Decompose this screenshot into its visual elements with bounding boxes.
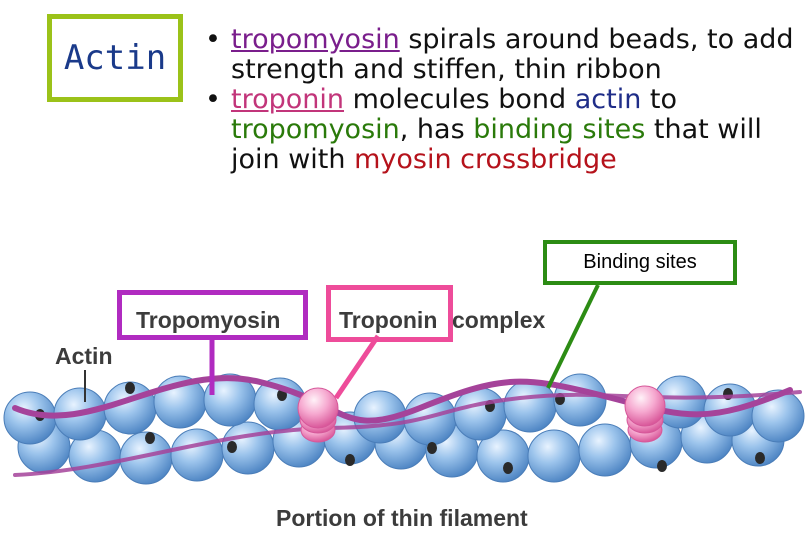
binding-sites-pointer (546, 284, 600, 389)
bullet-2-text-c: , has (399, 114, 474, 145)
figure-caption: Portion of thin filament (276, 505, 528, 531)
bullet-2-text-d: that will join with (231, 114, 762, 175)
bullet-tropomyosin: • tropomyosin spirals around beads, to a… (205, 25, 805, 85)
complex-label: complex (452, 307, 546, 333)
term-tropomyosin-2: tropomyosin (231, 114, 400, 145)
tropomyosin-label: Tropomyosin (136, 307, 281, 333)
bullet-troponin: • troponin molecules bond actin to tropo… (205, 85, 805, 175)
title-actin: Actin (63, 38, 167, 78)
bullet-2-text-b: to (641, 84, 678, 115)
term-binding-sites: binding sites (473, 114, 646, 145)
binding-sites-label-box: Binding sites (543, 240, 737, 285)
title-box: Actin (47, 14, 183, 102)
tropomyosin-label-box (117, 290, 308, 340)
troponin-complex-1 (297, 387, 339, 443)
bullet-2-text-a: molecules bond (344, 84, 575, 115)
bullet-dot: • (205, 84, 221, 115)
troponin-complex-2 (624, 385, 666, 443)
actin-label: Actin (55, 343, 113, 369)
term-actin: actin (574, 84, 642, 115)
term-myosin-crossbridge: myosin crossbridge (354, 144, 617, 175)
bullet-list: • tropomyosin spirals around beads, to a… (205, 25, 805, 175)
term-troponin: troponin (231, 84, 344, 115)
binding-sites-label: Binding sites (583, 251, 697, 273)
troponin-pointer (333, 334, 381, 400)
bullet-dot: • (205, 24, 221, 55)
troponin-label: Troponin (339, 307, 438, 333)
term-tropomyosin: tropomyosin (231, 24, 400, 55)
bullet-1-text: spirals around beads, to add strength an… (231, 24, 794, 85)
troponin-label-box (326, 285, 453, 342)
